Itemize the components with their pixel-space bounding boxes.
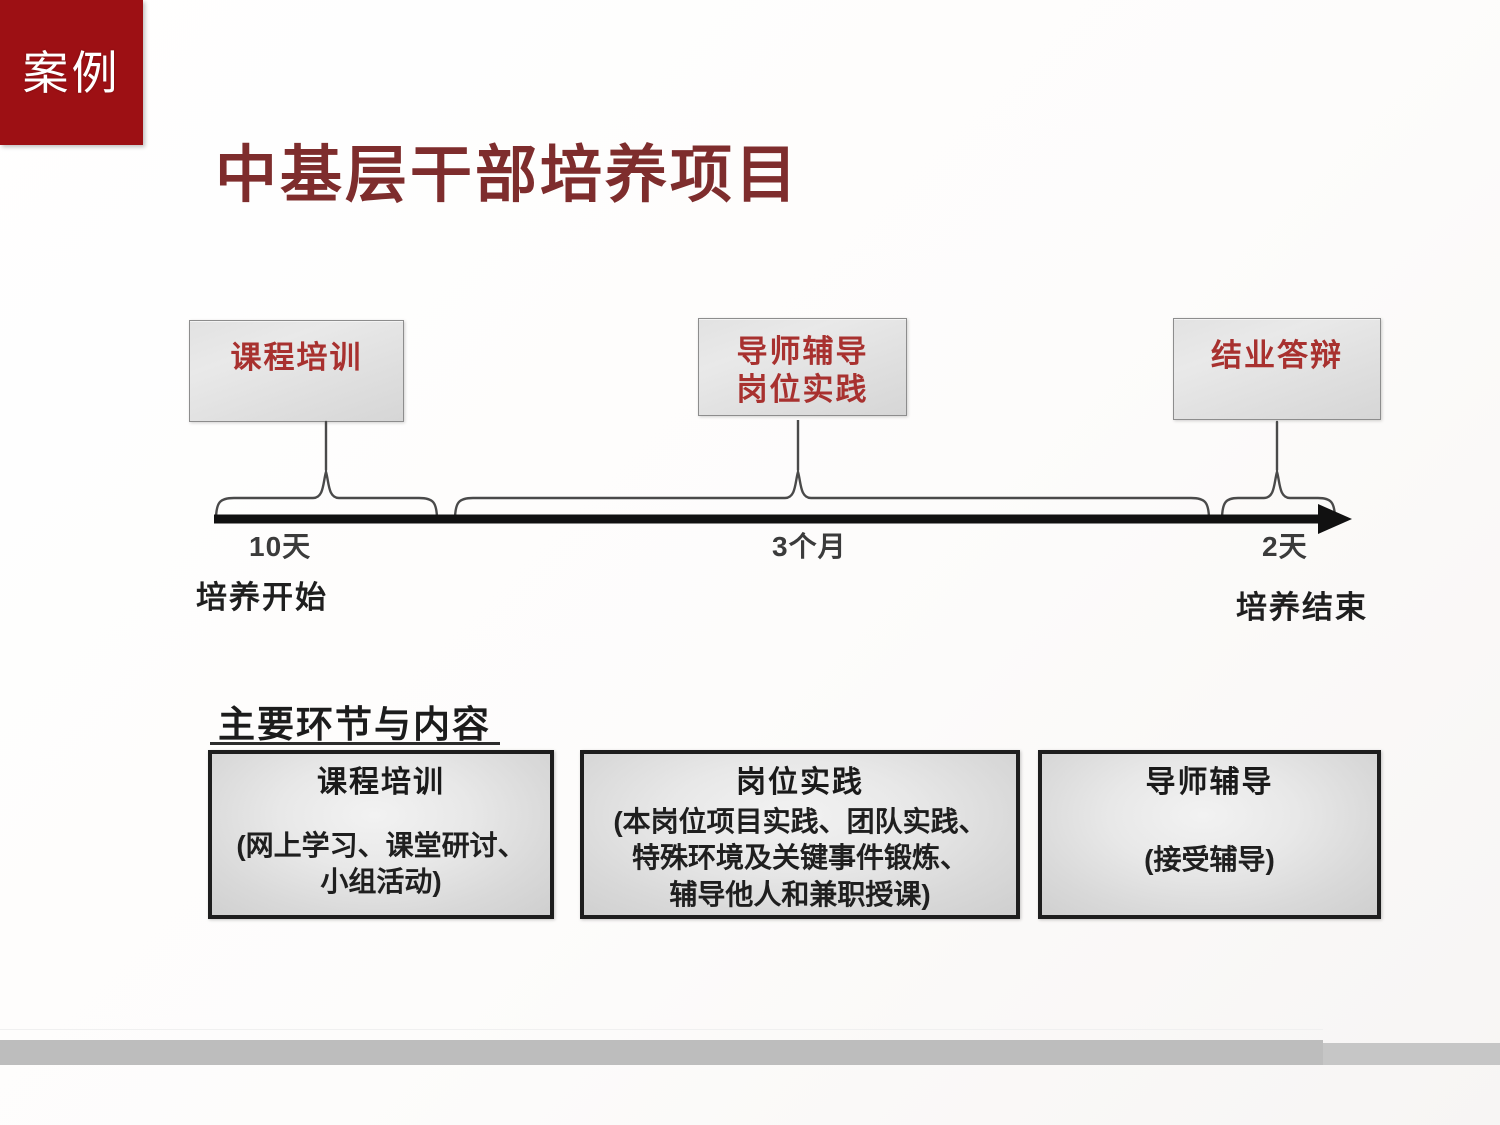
phase-box-line-2: 岗位实践 (736, 371, 869, 407)
brace-phase-3 (1220, 467, 1337, 522)
content-box-course-training: 课程培训 (网上学习、课堂研讨、小组活动) (208, 750, 554, 919)
brace-phase-2 (453, 467, 1211, 522)
phase-box-mentor-practice: 导师辅导 岗位实践 (698, 318, 907, 416)
section-heading: 主要环节与内容 (218, 704, 491, 745)
content-box-title: 课程培训 (317, 766, 445, 799)
phase-box-course-training: 课程培训 (189, 320, 404, 422)
footer-bar-right-segment (1323, 1043, 1500, 1065)
timeline-end-label: 培养结束 (1236, 590, 1368, 625)
phase-box-line-1: 结业答辩 (1211, 338, 1343, 373)
content-box-title: 导师辅导 (1145, 766, 1274, 799)
case-badge-label: 案例 (22, 46, 121, 99)
timeline-arrow-head (1318, 504, 1352, 534)
content-box-detail: (接受辅导) (1144, 843, 1275, 875)
content-box-mentor-coaching: 导师辅导 (接受辅导) (1038, 750, 1381, 919)
footer-hairline (0, 1029, 1323, 1030)
phase-box-line-1: 导师辅导 (736, 334, 869, 369)
content-box-job-practice: 岗位实践 (本岗位项目实践、团队实践、特殊环境及关键事件锻炼、辅导他人和兼职授课… (580, 750, 1020, 919)
section-heading-underline (210, 742, 500, 745)
duration-label-phase-2: 3个月 (772, 531, 847, 562)
footer-bar (0, 1040, 1323, 1065)
page-title: 中基层干部培养项目 (215, 141, 801, 210)
timeline-start-label: 培养开始 (196, 580, 328, 615)
content-box-title: 岗位实践 (736, 766, 864, 799)
timeline-axis-graphic (214, 420, 1352, 534)
duration-label-phase-3: 2天 (1262, 531, 1308, 562)
content-box-detail: (本岗位项目实践、团队实践、特殊环境及关键事件锻炼、辅导他人和兼职授课) (613, 805, 987, 911)
phase-box-final-defense: 结业答辩 (1173, 318, 1381, 420)
duration-label-phase-1: 10天 (249, 531, 312, 562)
phase-box-line-1: 课程培训 (230, 340, 363, 375)
content-box-detail: (网上学习、课堂研讨、小组活动) (236, 829, 526, 898)
brace-phase-1 (214, 467, 439, 522)
case-badge: 案例 (0, 0, 143, 145)
